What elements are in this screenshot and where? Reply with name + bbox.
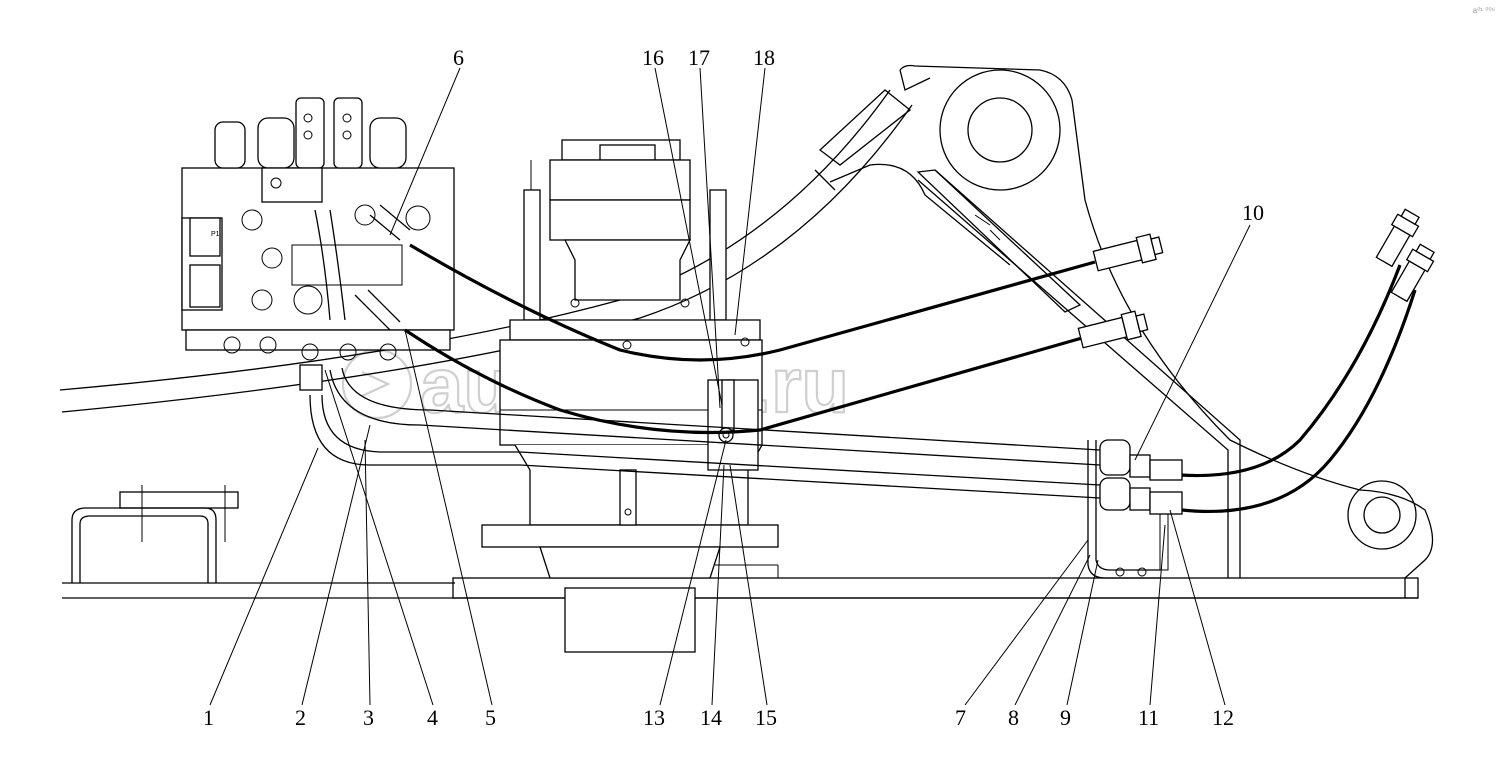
callout-18: 18: [753, 45, 775, 70]
corner-mark: a⁰¹ ⁰⁰⁶: [1472, 6, 1495, 15]
hoses: [404, 243, 1417, 514]
callout-5: 5: [485, 705, 496, 730]
callout-6: 6: [453, 45, 464, 70]
callout-10: 10: [1242, 200, 1264, 225]
control-valve-block: P1: [181, 97, 455, 391]
callout-4: 4: [427, 705, 438, 730]
callout-2: 2: [295, 705, 306, 730]
steel-pipes: [309, 367, 1101, 499]
callout-11: 11: [1138, 705, 1159, 730]
base-frame: [62, 485, 1419, 599]
callout-16: 16: [642, 45, 664, 70]
callout-14: 14: [700, 705, 722, 730]
hose-couplings-upper: [1077, 208, 1435, 349]
callout-15: 15: [755, 705, 777, 730]
swing-motor: [481, 139, 779, 653]
callout-7: 7: [955, 705, 966, 730]
callout-12: 12: [1212, 705, 1234, 730]
boom-arm: [59, 64, 1434, 579]
callout-13: 13: [643, 705, 665, 730]
valve-port-label: P1: [211, 231, 220, 238]
callout-labels: 1 2 3 4 5 6 7 8 9 10 11 12 13 14 15 16 1…: [203, 45, 1264, 730]
callout-8: 8: [1008, 705, 1019, 730]
callout-17: 17: [688, 45, 710, 70]
callout-3: 3: [363, 705, 374, 730]
leader-lines: [209, 67, 1251, 706]
callout-1: 1: [203, 705, 214, 730]
callout-9: 9: [1060, 705, 1071, 730]
coupling-bracket: [1087, 439, 1183, 579]
